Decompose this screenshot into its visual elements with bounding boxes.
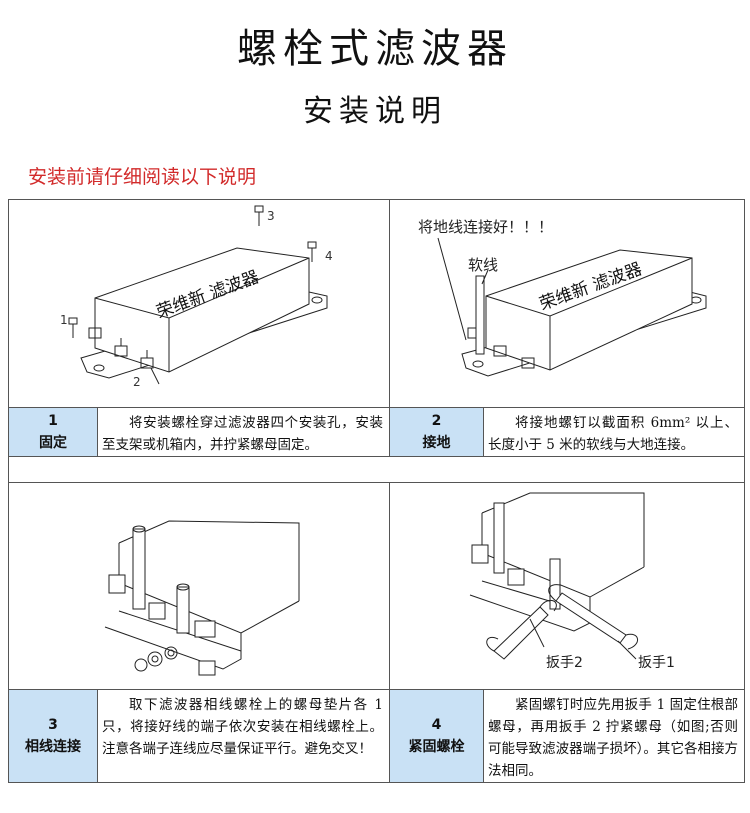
step1-label-cell: 1 固定 [9,408,98,456]
callout-bolt-3: 3 [267,209,275,223]
page-subtitle: 安装说明 [303,94,447,129]
table-border-left [8,199,9,783]
step4-label-cell: 4 紧固螺栓 [390,690,484,782]
step4-figure: 扳手2 扳手1 [390,483,744,689]
table-border-top [8,199,745,200]
step4-description: 紧固螺钉时应先用扳手 1 固定住根部螺母，再用扳手 2 拧紧螺母（如图;否则可能… [488,697,738,779]
row2-center-divider [389,482,390,783]
step2-label-cell: 2 接地 [390,408,484,456]
step1-name: 固定 [39,435,67,451]
step4-number: 4 [431,717,442,733]
row1-center-divider [389,199,390,457]
step1-description: 将安装螺栓穿过滤波器四个安装孔，安装至支架或机箱内，并拧紧螺母固定。 [102,415,383,453]
step1-number: 1 [48,413,58,429]
step1-figure: 1 2 3 4 荣维新 滤波器 [9,200,389,407]
callout-bolt-4: 4 [325,249,333,263]
page-title: 螺栓式滤波器 [237,26,513,72]
step2-figure: 将地线连接好！！！ 软线 荣维新 滤波器 [390,200,744,407]
step3-label-cell: 3 相线连接 [9,690,98,782]
callout-wrench-2: 扳手2 [546,655,583,671]
callout-soft-wire: 软线 [468,256,498,274]
step4-name: 紧固螺栓 [408,739,465,755]
row1-bottom [8,456,745,457]
step3-number: 3 [48,717,58,733]
row2-separator [8,689,745,690]
step2-description: 将接地螺钉以截面积 6mm² 以上、长度小于 5 米的软线与大地连接。 [488,415,738,453]
callout-wrench-1: 扳手1 [638,655,675,671]
callout-bolt-1: 1 [60,313,68,327]
callout-bolt-2: 2 [133,375,141,389]
spacer-bottom [8,482,745,483]
row1-separator [8,407,745,408]
step3-name: 相线连接 [25,739,81,755]
step2-number: 2 [431,413,442,429]
read-notice: 安装前请仔细阅读以下说明 [28,166,257,188]
step2-name: 接地 [422,435,451,451]
step3-figure [9,483,389,689]
table-border-bottom [8,782,745,783]
step3-description: 取下滤波器相线螺栓上的螺母垫片各 1 只，将接好线的端子依次安装在相线螺栓上。注… [102,697,383,757]
table-border-right [744,199,745,783]
callout-connect-ground: 将地线连接好！！！ [418,218,553,236]
